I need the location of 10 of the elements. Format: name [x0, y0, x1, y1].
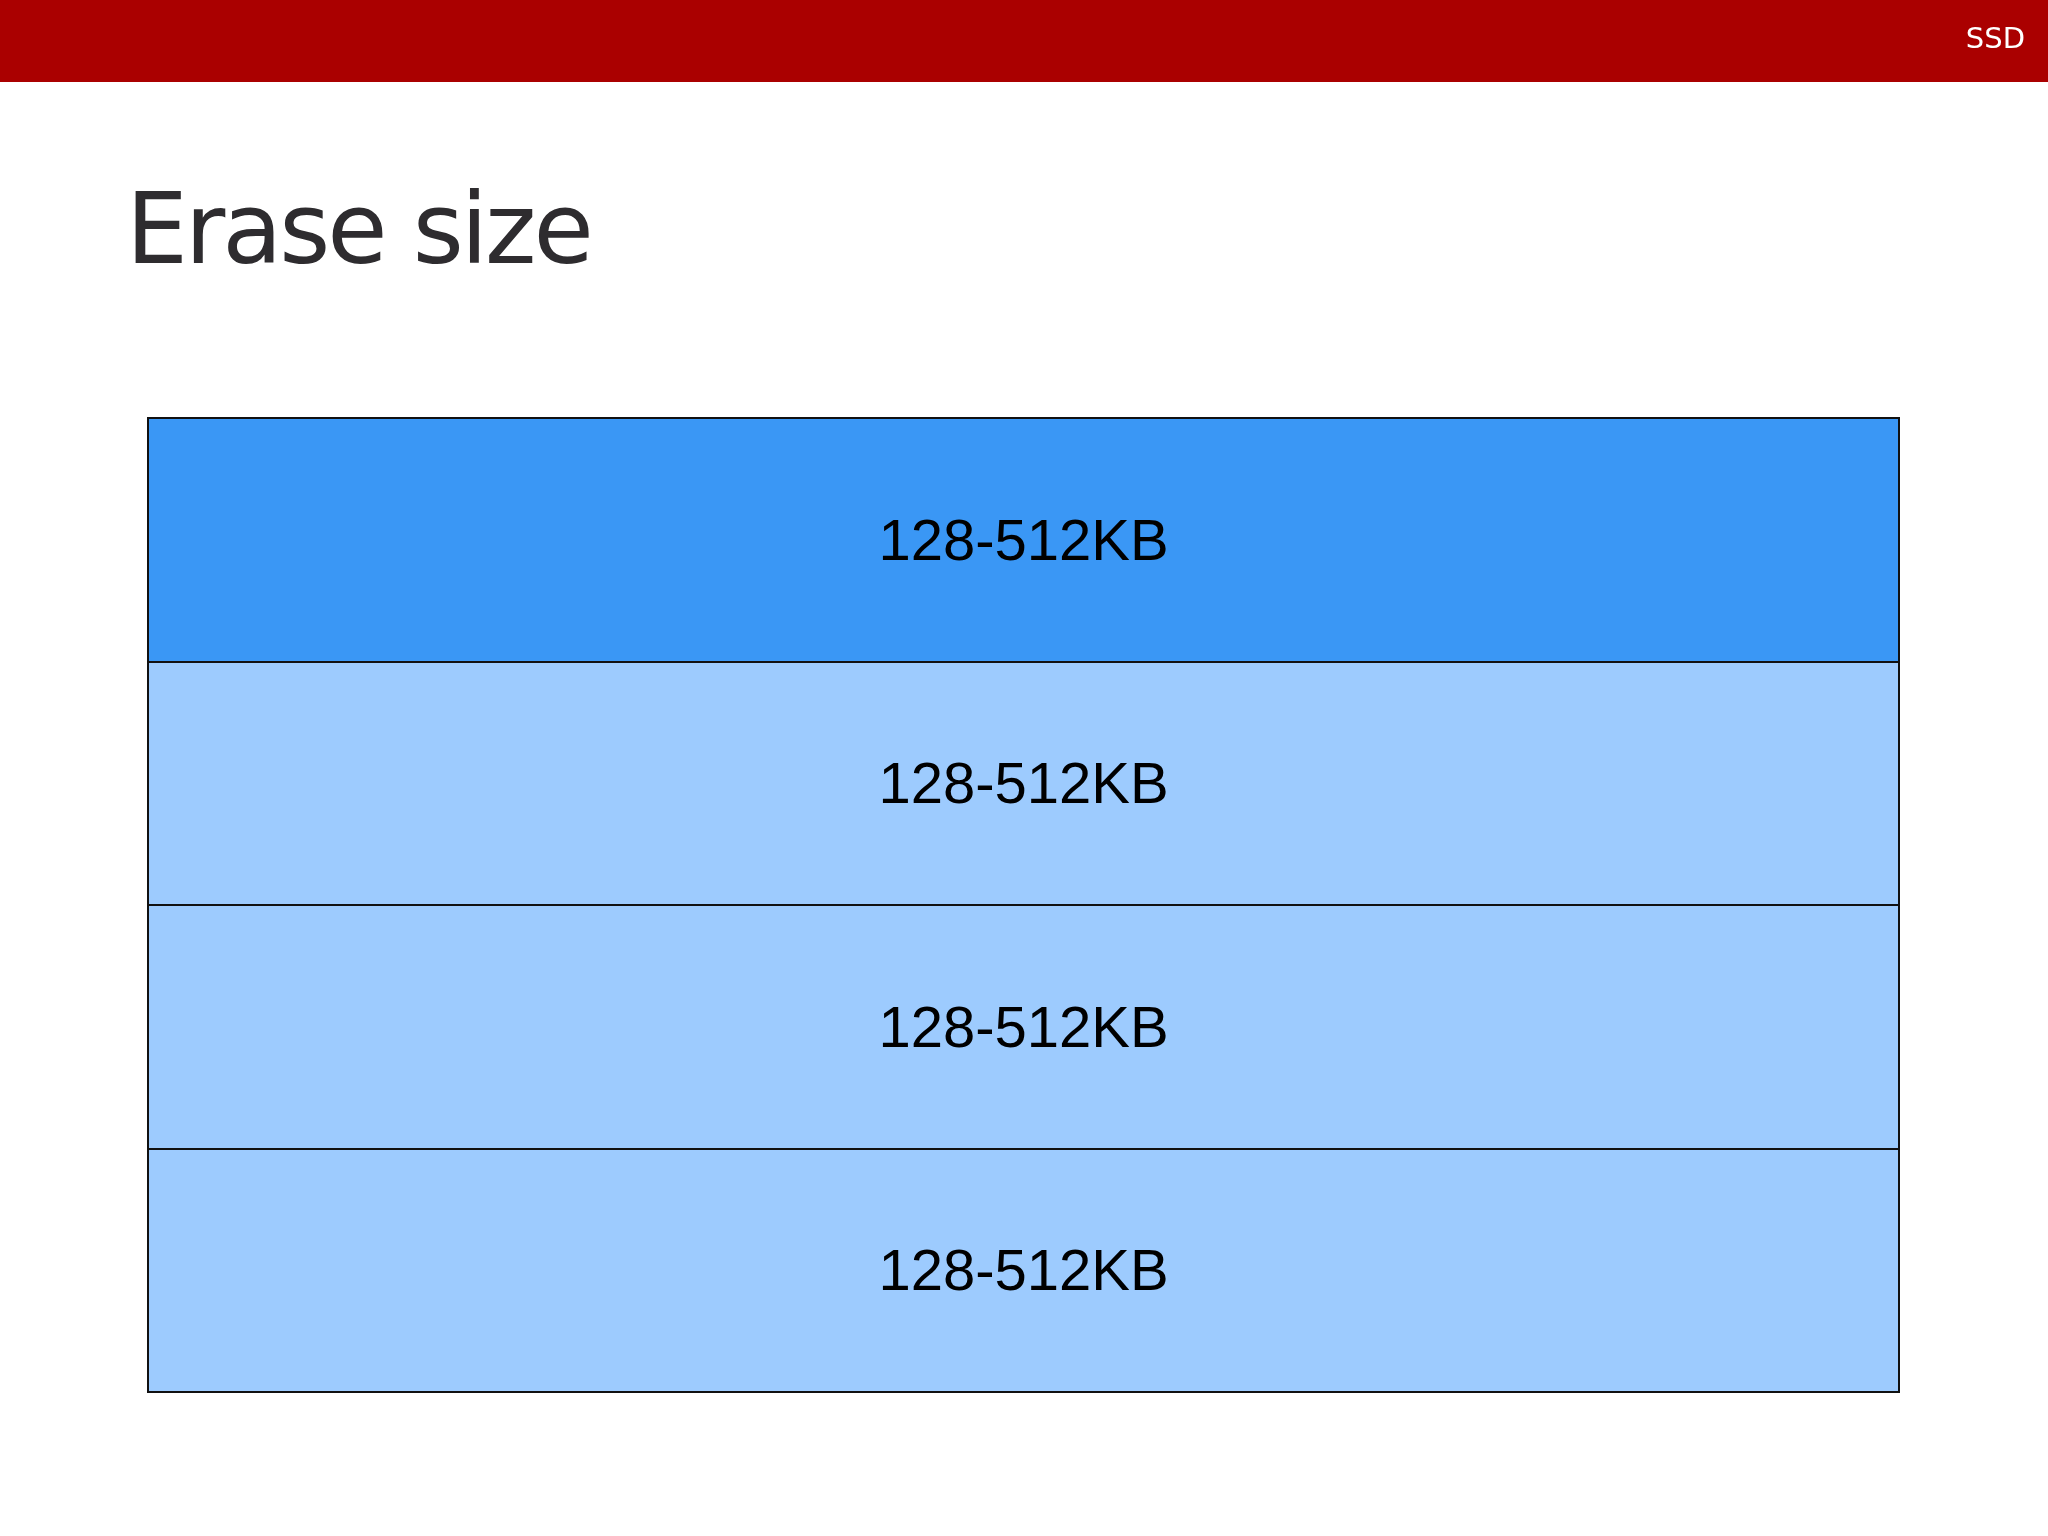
block-row [147, 904, 1900, 1150]
size-label: 128-512KB [878, 506, 1169, 573]
block-row [147, 660, 1900, 906]
size-label: 128-512KB [878, 1237, 1169, 1304]
size-label: 128-512KB [878, 993, 1169, 1060]
header-text: SSD [1965, 20, 2025, 56]
slide-title: Erase size [126, 171, 591, 288]
size-label: 128-512KB [878, 750, 1169, 817]
block-row [147, 417, 1900, 663]
block-row [147, 1147, 1900, 1393]
